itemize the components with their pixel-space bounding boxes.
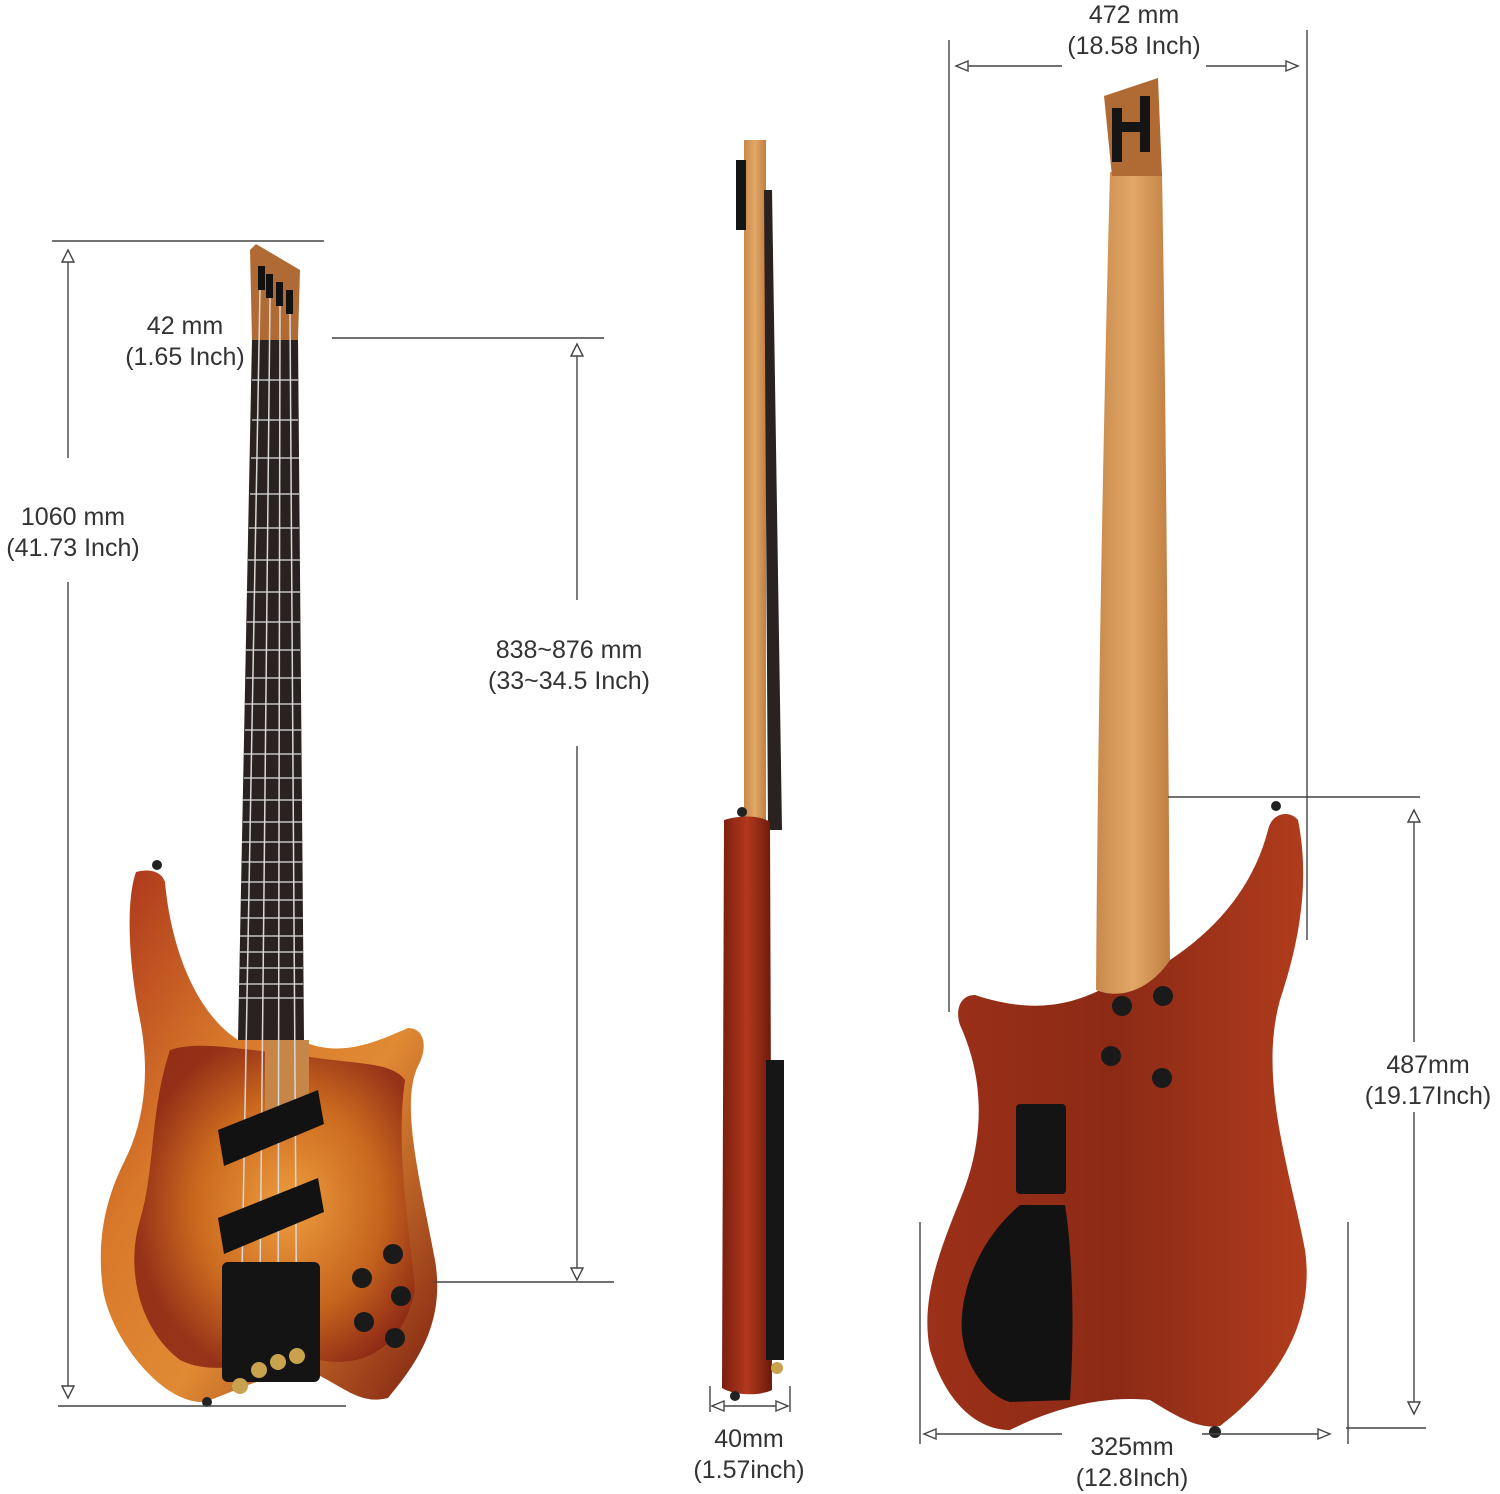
- side-neck: [744, 140, 766, 830]
- front-fine-tuner: [251, 1362, 267, 1378]
- back-battery-cover: [1016, 1104, 1066, 1194]
- side-fretboard-edge: [764, 190, 782, 830]
- back-tuner-knobs: [1112, 96, 1150, 162]
- body-width-inch: (12.8Inch): [1075, 1464, 1189, 1492]
- side-view-bass: [722, 140, 784, 1401]
- front-strap-button: [202, 1397, 212, 1407]
- total-length-mm: 1060 mm: [20, 503, 126, 531]
- front-view-bass: [100, 244, 438, 1407]
- back-neck: [1096, 172, 1170, 994]
- back-view-bass: [927, 78, 1307, 1438]
- back-neck-bolt: [1153, 986, 1173, 1006]
- total-length-label: 1060 mm (41.73 Inch): [0, 502, 146, 564]
- body-length-label: 487mm (19.17Inch): [1356, 1050, 1500, 1112]
- body-length-mm: 487mm: [1386, 1051, 1470, 1079]
- front-bridge-pickup: [218, 1178, 324, 1254]
- front-fine-tuner: [270, 1354, 286, 1370]
- scale-length-label: 838~876 mm (33~34.5 Inch): [476, 635, 662, 697]
- neck-length-mm: 472 mm: [1088, 1, 1180, 29]
- front-strap-button: [152, 860, 162, 870]
- front-fine-tuner: [232, 1378, 248, 1394]
- front-tuner-post: [276, 282, 283, 306]
- front-control-knob: [391, 1286, 411, 1306]
- front-tuner-post: [258, 266, 265, 290]
- back-neck-bolt: [1101, 1046, 1121, 1066]
- thickness-inch: (1.57inch): [693, 1456, 805, 1484]
- total-length-inch: (41.73 Inch): [6, 534, 140, 562]
- front-control-knob: [352, 1268, 372, 1288]
- front-dimension-lines: [52, 240, 614, 1407]
- front-fine-tuner: [289, 1348, 305, 1364]
- side-strap-button: [730, 1391, 740, 1401]
- front-tuner-post: [286, 290, 293, 314]
- front-tuner-post: [266, 274, 273, 298]
- thickness-label: 40mm (1.57inch): [684, 1424, 814, 1486]
- body-length-inch: (19.17Inch): [1364, 1082, 1492, 1110]
- side-bridge-hardware: [766, 1060, 784, 1360]
- side-fine-tuner: [771, 1362, 783, 1374]
- nut-width-mm: 42 mm: [146, 312, 224, 340]
- side-body: [722, 816, 772, 1395]
- side-dimension-lines: [709, 1386, 791, 1413]
- side-strap-button: [737, 807, 747, 817]
- side-headpiece-hardware: [736, 160, 746, 230]
- scale-length-mm: 838~876 mm: [495, 636, 643, 664]
- scale-length-inch: (33~34.5 Inch): [488, 667, 650, 695]
- neck-length-inch: (18.58 Inch): [1067, 32, 1201, 60]
- back-control-plate: [961, 1205, 1073, 1402]
- front-control-knob: [385, 1328, 405, 1348]
- front-control-knob: [354, 1312, 374, 1332]
- back-dimension-lines: [919, 30, 1426, 1444]
- body-width-label: 325mm (12.8Inch): [1062, 1432, 1202, 1494]
- back-neck-bolt: [1152, 1068, 1172, 1088]
- nut-width-inch: (1.65 Inch): [125, 343, 245, 371]
- nut-width-label: 42 mm (1.65 Inch): [118, 311, 252, 373]
- front-neck-pickup: [218, 1090, 324, 1166]
- back-strap-button: [1209, 1426, 1221, 1438]
- front-control-knob: [383, 1244, 403, 1264]
- front-fretboard: [238, 338, 304, 1040]
- back-neck-bolt: [1112, 996, 1132, 1016]
- back-strap-button: [1271, 801, 1281, 811]
- thickness-mm: 40mm: [714, 1425, 784, 1453]
- neck-length-label: 472 mm (18.58 Inch): [1056, 0, 1212, 62]
- body-width-mm: 325mm: [1090, 1433, 1174, 1461]
